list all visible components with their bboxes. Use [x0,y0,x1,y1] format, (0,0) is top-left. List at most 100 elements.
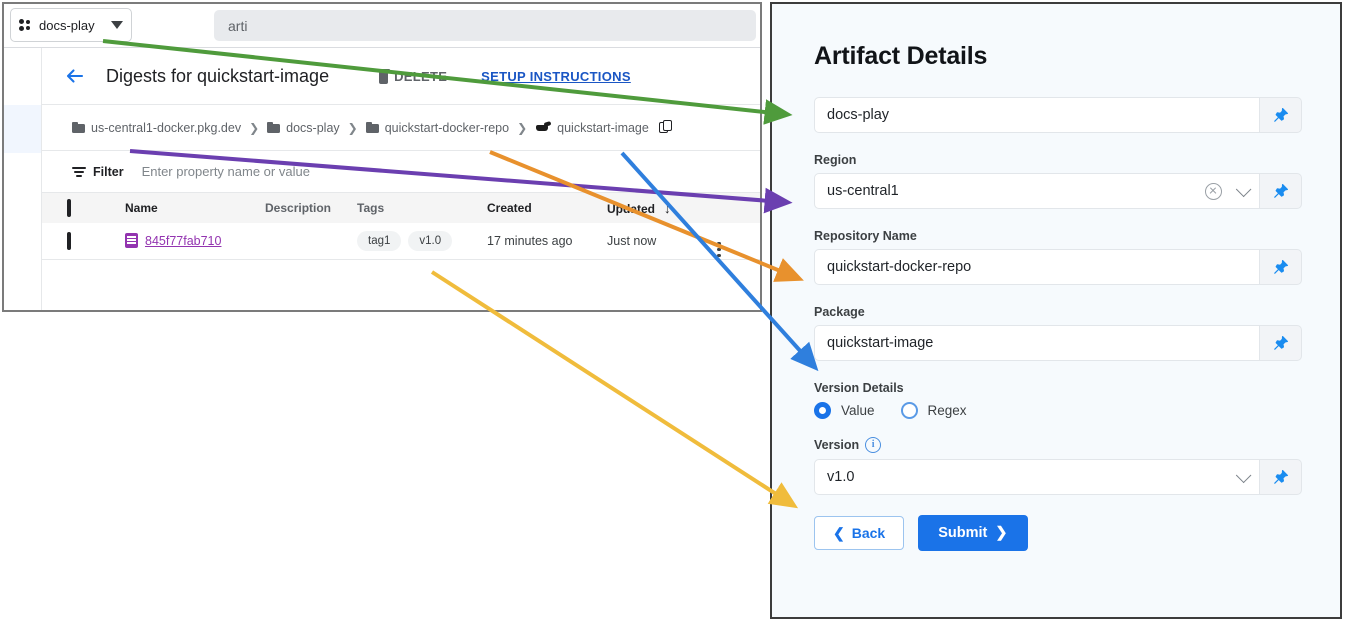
version-input[interactable]: v1.0 [814,459,1260,495]
breadcrumb-item-package[interactable]: quickstart-image [535,121,649,135]
digests-table: Name Description Tags Created Updated ↓ [42,193,760,260]
tag-chip[interactable]: tag1 [357,230,402,251]
copy-icon[interactable] [658,120,673,135]
artifact-details-panel: Artifact Details docs-play Region us-cen… [770,2,1342,619]
row-tags-cell: tag1 v1.0 [357,223,487,259]
column-header-created[interactable]: Created [487,201,532,215]
repository-name-label: Repository Name [814,229,917,243]
select-all-header [42,193,125,223]
row-select-cell [42,223,125,259]
chevron-down-icon[interactable] [1235,181,1252,197]
info-icon[interactable]: i [865,437,882,453]
chevron-down-icon[interactable] [1235,467,1252,483]
chevron-down-icon[interactable] [111,21,123,29]
pin-icon [1273,469,1289,485]
folder-icon [72,122,85,133]
page-title: Digests for quickstart-image [106,65,330,86]
project-name-label: docs-play [39,17,95,33]
console-top-bar: docs-play arti [4,4,760,48]
column-header-name[interactable]: Name [125,201,158,215]
table-row[interactable]: 845f77fab710 tag1 v1.0 17 minutes ago Jus… [42,223,760,259]
column-header-updated-label: Updated [607,201,655,216]
filter-label: Filter [93,164,124,179]
submit-button-label: Submit [938,525,988,541]
region-value: us-central1 [827,183,899,199]
region-input[interactable]: us-central1 [814,173,1260,209]
project-name-value: docs-play [827,107,890,123]
breadcrumb-separator: ❯ [517,120,528,135]
table-body: 845f77fab710 tag1 v1.0 17 minutes ago Jus… [42,223,760,259]
radio-regex[interactable] [900,402,918,419]
clear-icon[interactable] [1205,182,1222,200]
radio-value[interactable] [814,402,831,419]
page-header: Digests for quickstart-image DELETE SETU… [42,48,760,105]
version-details-group: Version Details Value Regex [814,381,1302,419]
table-header: Name Description Tags Created Updated ↓ [42,193,760,223]
folder-icon [365,122,379,133]
row-actions-cell [717,223,760,259]
field-group-region: Region us-central1 [814,153,1302,209]
field-group-project: docs-play [814,97,1302,133]
breadcrumb: us-central1-docker.pkg.dev ❯ docs-play ❯… [42,105,760,151]
filter-bar: Filter Enter property name or value [42,151,760,193]
project-name-input[interactable]: docs-play [814,97,1260,133]
repository-name-input[interactable]: quickstart-docker-repo [814,249,1260,285]
project-selector-chip[interactable]: docs-play [10,8,132,42]
docker-icon [535,122,551,134]
setup-instructions-link[interactable]: SETUP INSTRUCTIONS [481,68,631,84]
pin-icon [1273,259,1289,275]
breadcrumb-item-registry-host[interactable]: us-central1-docker.pkg.dev [72,121,241,135]
delete-button-label: DELETE [394,68,448,84]
pin-button-version[interactable] [1260,459,1302,495]
delete-button[interactable]: DELETE [377,68,448,84]
back-button[interactable]: ❮ Back [814,516,905,550]
region-label: Region [814,153,857,167]
rail-selected-indicator [4,105,41,153]
filter-input[interactable]: Enter property name or value [141,164,310,179]
column-header-actions [717,193,760,223]
trash-icon [377,68,391,84]
row-checkbox[interactable] [67,231,71,250]
console-search-input[interactable]: arti [214,10,756,41]
tag-chip[interactable]: v1.0 [408,230,453,251]
back-arrow-icon[interactable] [62,63,88,89]
submit-chevron-icon: ❯ [995,525,1008,541]
field-group-repository-name: Repository Name quickstart-docker-repo [814,229,1302,285]
column-header-tags[interactable]: Tags [357,201,385,215]
console-left-rail [4,48,42,310]
pin-button-repository-name[interactable] [1260,249,1302,285]
pin-button-package[interactable] [1260,325,1302,361]
breadcrumb-label: quickstart-image [557,120,649,135]
form-button-row: ❮ Back Submit ❯ [814,515,1302,551]
pin-icon [1273,183,1289,199]
pin-icon [1273,107,1289,123]
pin-button-region[interactable] [1260,173,1302,209]
column-header-description[interactable]: Description [265,201,332,215]
details-panel-title: Artifact Details [814,42,988,70]
console-search-value: arti [228,17,248,34]
sort-descending-icon[interactable]: ↓ [664,200,671,216]
breadcrumb-label: docs-play [286,120,340,135]
row-name-cell: 845f77fab710 [125,223,265,259]
column-header-updated[interactable]: Updated ↓ [607,193,717,223]
field-group-version: Version i v1.0 [814,437,1302,495]
row-updated-cell: Just now [607,233,657,248]
submit-button[interactable]: Submit ❯ [918,515,1028,551]
breadcrumb-separator: ❯ [347,120,358,135]
pin-button-project[interactable] [1260,97,1302,133]
digest-link[interactable]: 845f77fab710 [145,233,222,248]
digest-icon [125,233,138,249]
filter-icon [72,166,86,178]
artifact-registry-console-window: docs-play arti Digests for quickstart-im… [2,2,762,312]
package-label: Package [814,305,865,319]
breadcrumb-item-project[interactable]: docs-play [267,121,340,135]
package-input[interactable]: quickstart-image [814,325,1260,361]
version-details-label: Version Details [814,381,904,395]
version-label: Version [814,438,860,452]
select-all-checkbox[interactable] [67,199,71,217]
radio-value-label: Value [841,403,875,418]
breadcrumb-item-repository[interactable]: quickstart-docker-repo [365,121,509,135]
back-chevron-icon: ❮ [833,524,845,541]
row-created-cell: 17 minutes ago [487,233,573,248]
breadcrumb-label: us-central1-docker.pkg.dev [91,120,242,135]
